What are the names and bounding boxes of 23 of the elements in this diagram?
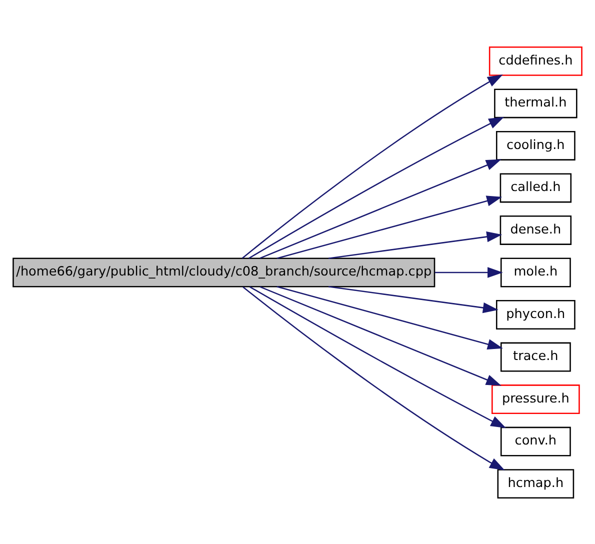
node-box: phycon.h [496,300,576,329]
node-box: hcmap.h [497,468,574,498]
arrow [242,74,503,258]
arrow [434,266,503,278]
node-box: trace.h [500,342,571,372]
arrow [276,195,502,258]
arrow [249,286,506,428]
node-box: conv.h [500,426,571,456]
node-box: pressure.h [492,384,580,414]
node-box: cddefines.h [488,46,582,76]
node-box: /home66/gary/public_html/cloudy/c08_branch/source/hcmap.cpp [12,257,436,287]
node-box: mole.h [500,257,571,287]
arrow [242,286,505,470]
arrow [328,286,498,313]
arrow [260,286,502,386]
arrow [260,158,502,258]
arrow [248,116,504,258]
arrow [328,230,502,258]
arrow [276,286,503,350]
node-box: called.h [500,172,572,202]
node-box: dense.h [500,215,572,244]
node-box: cooling.h [496,130,576,160]
node-box: thermal.h [494,88,578,118]
